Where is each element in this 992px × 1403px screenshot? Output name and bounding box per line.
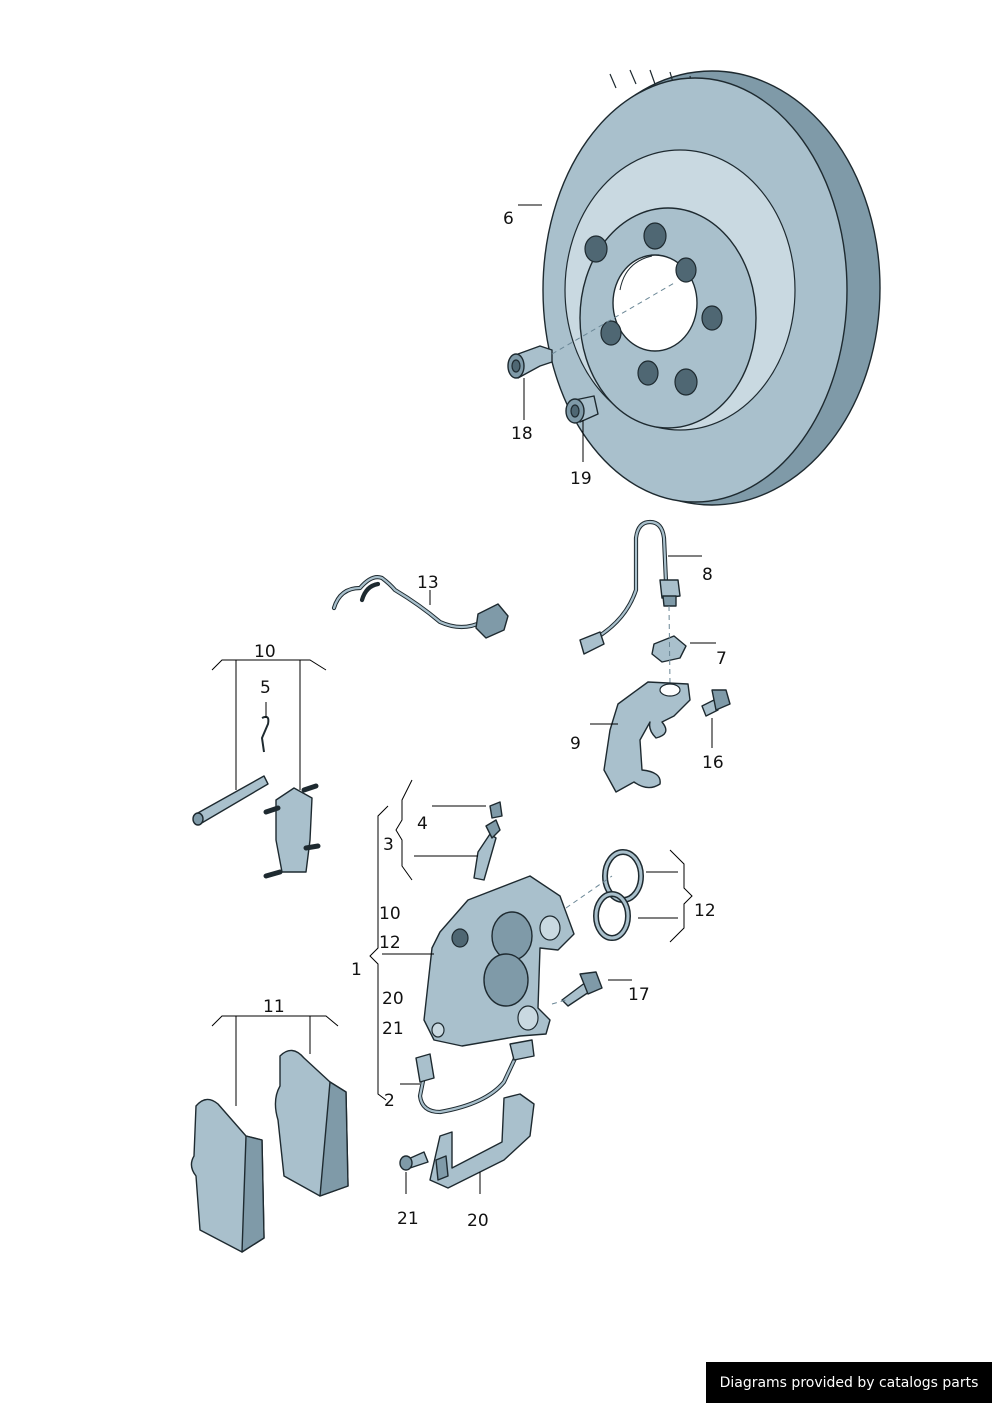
brake-pad-rear: [274, 1049, 349, 1197]
label-7: 7: [716, 649, 727, 669]
retainer-bolt: [399, 1151, 429, 1171]
label-2: 2: [384, 1091, 395, 1111]
bracket-bolt: [701, 689, 731, 717]
label-5: 5: [260, 678, 271, 698]
pad-retainer: [429, 1093, 535, 1189]
cotter-pin: [260, 715, 270, 753]
screw-sleeve: [565, 395, 599, 424]
label-12-sub: 12: [379, 933, 401, 953]
label-11: 11: [263, 997, 285, 1017]
label-10-sub: 10: [379, 904, 401, 924]
label-1: 1: [351, 960, 362, 980]
line-axis: [668, 605, 671, 685]
label-21: 21: [397, 1209, 419, 1229]
brake-line-upper: [579, 519, 681, 655]
bolt-axis-17: [551, 999, 567, 1005]
label-21-sub: 21: [382, 1019, 404, 1039]
label-9: 9: [570, 734, 581, 754]
label-8: 8: [702, 565, 713, 585]
caliper-bolt: [561, 971, 603, 1007]
label-16: 16: [702, 753, 724, 773]
label-6: 6: [503, 209, 514, 229]
brake-caliper: [423, 875, 575, 1047]
credit-text: Diagrams provided by catalogs parts: [719, 1374, 979, 1391]
caliper-axis: [565, 875, 613, 909]
wheel-bolt: [507, 345, 553, 379]
bleeder-valve: [473, 801, 503, 881]
label-4: 4: [417, 814, 428, 834]
guide-pin: [192, 775, 269, 826]
label-3: 3: [383, 835, 394, 855]
label-12: 12: [694, 901, 716, 921]
mounting-bracket: [603, 681, 691, 793]
leader-lines: [211, 204, 716, 1194]
label-20-sub: 20: [382, 989, 404, 1009]
label-18: 18: [511, 424, 533, 444]
brake-disc: [542, 69, 881, 506]
brake-pad-front: [190, 1098, 265, 1253]
seal-rings: [593, 849, 644, 941]
label-19: 19: [570, 469, 592, 489]
label-13: 13: [417, 573, 439, 593]
wear-sensor: [331, 575, 509, 639]
label-10: 10: [254, 642, 276, 662]
callout-labels: 6 18 19 13 8 7 9 16 10 5 4 3 10 12 1 20 …: [254, 209, 727, 1231]
bolt-axis: [551, 281, 677, 355]
spring-plate: [263, 783, 321, 879]
label-20: 20: [467, 1211, 489, 1231]
brake-line-lower: [415, 1039, 535, 1115]
label-17: 17: [628, 985, 650, 1005]
credit-badge: Diagrams provided by catalogs parts: [706, 1362, 992, 1403]
retaining-clip: [651, 635, 687, 663]
